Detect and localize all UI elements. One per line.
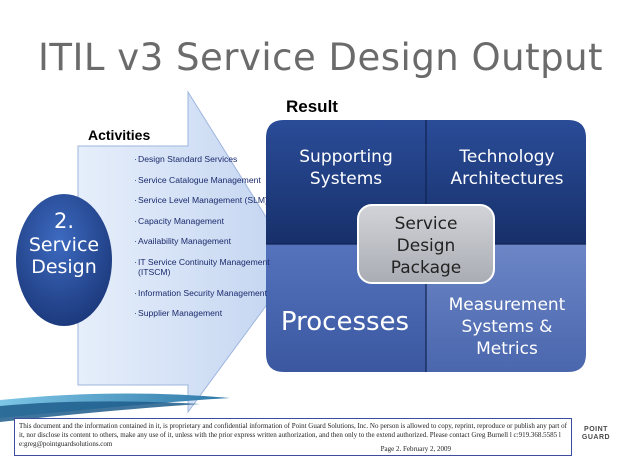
bullet-icon: ·: [134, 215, 137, 226]
footer-date: February 2, 2009: [402, 445, 451, 453]
service-design-label: 2. Service Design: [20, 208, 108, 278]
service-design-number: 2.: [53, 209, 75, 233]
activities-label: Activities: [88, 127, 151, 143]
bullet-icon: ·: [134, 256, 137, 267]
list-item: ·IT Service Continuity Management (ITSCM…: [134, 256, 270, 278]
activities-arrow: [77, 90, 297, 414]
activities-list: ·Design Standard Services ·Service Catal…: [134, 154, 298, 329]
bullet-icon: ·: [134, 174, 137, 185]
list-item: ·Capacity Management: [134, 215, 224, 226]
service-design-oval: [16, 194, 112, 326]
technology-architectures-label: Technology Architectures: [450, 147, 564, 189]
result-label: Result: [286, 97, 338, 116]
slide-title: ITIL v3 Service Design Output: [38, 36, 604, 79]
list-item: ·Service Level Management (SLM): [134, 195, 268, 205]
service-design-package-label: Service Design Package: [390, 214, 462, 278]
point-guard-logo: POINT GUARD: [581, 426, 611, 441]
bullet-icon: ·: [134, 308, 137, 318]
measurement-systems-metrics-label: Measurement Systems & Metrics: [448, 295, 566, 359]
service-design-word2: Design: [31, 256, 97, 278]
service-design-package-box: [357, 204, 495, 284]
footer-disclaimer: This document and the information contai…: [19, 422, 567, 448]
processes-label: Processes: [280, 307, 410, 337]
bullet-icon: ·: [134, 287, 137, 298]
list-item: ·Design Standard Services: [134, 154, 238, 164]
list-item: ·Supplier Management: [134, 308, 223, 318]
footer-page-info: Page 2. February 2, 2009: [381, 445, 451, 453]
page-number: Page 2.: [380, 445, 402, 453]
supporting-systems-label: Supporting Systems: [299, 147, 393, 189]
list-item: ·Availability Management: [134, 236, 231, 246]
list-item: ·Service Catalogue Management: [134, 174, 261, 185]
bullet-icon: ·: [134, 154, 137, 164]
bullet-icon: ·: [134, 195, 137, 205]
footer-disclaimer-box: This document and the information contai…: [14, 418, 572, 456]
bullet-icon: ·: [134, 236, 137, 246]
list-item: ·Information Security Management: [134, 287, 267, 298]
service-design-word1: Service: [28, 234, 100, 256]
